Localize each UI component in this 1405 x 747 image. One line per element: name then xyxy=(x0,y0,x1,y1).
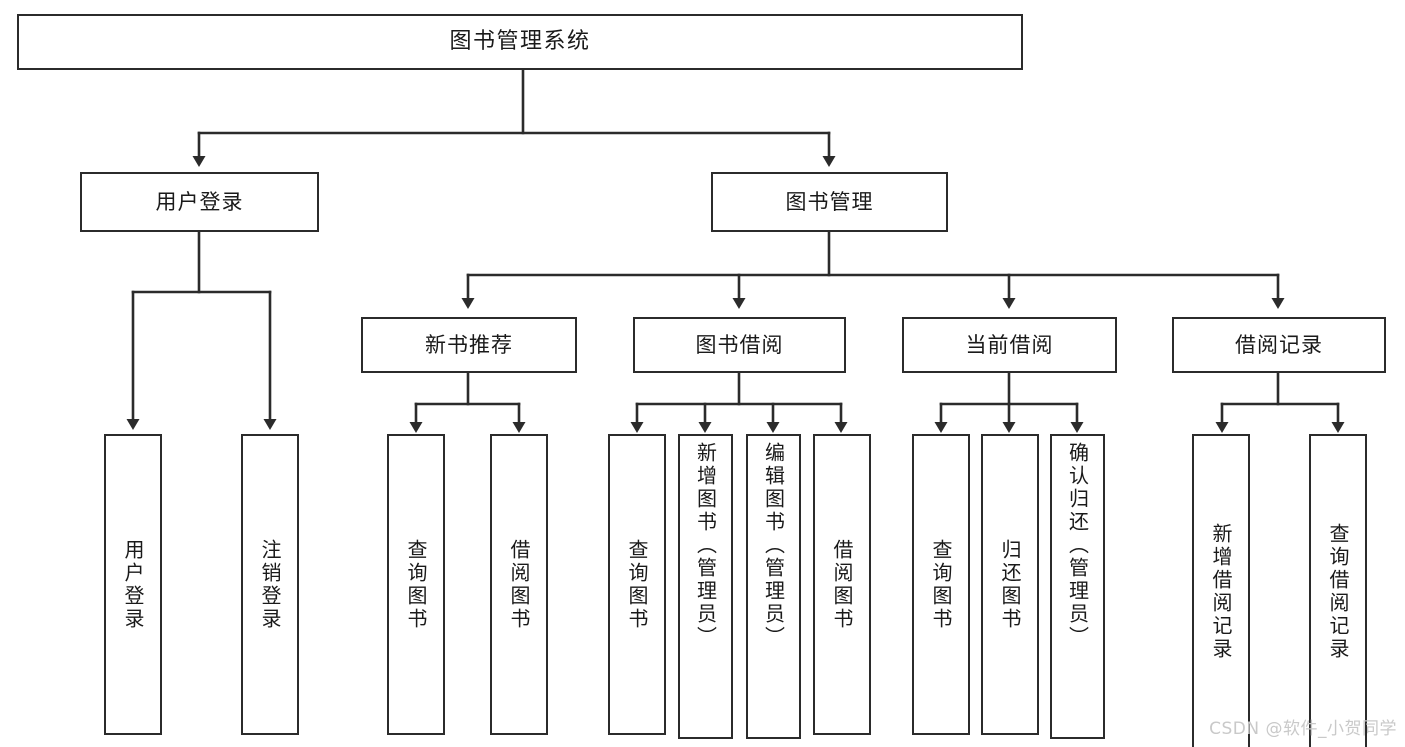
leaf-query-book-recommend[interactable]: 查询图书 xyxy=(387,434,445,735)
node-label: 编辑图书（管理员） xyxy=(761,442,786,649)
node-user-login[interactable]: 用户登录 xyxy=(80,172,319,232)
leaf-query-book-borrow[interactable]: 查询图书 xyxy=(608,434,666,735)
node-label: 查询借阅记录 xyxy=(1326,522,1350,661)
node-label: 确认归还（管理员） xyxy=(1065,442,1090,649)
node-label: 借阅图书 xyxy=(830,538,854,631)
leaf-confirm-return-admin[interactable]: 确认归还（管理员） xyxy=(1050,434,1105,739)
node-book-management[interactable]: 图书管理 xyxy=(711,172,948,232)
node-label: 查询图书 xyxy=(625,538,649,631)
node-book-borrow[interactable]: 图书借阅 xyxy=(633,317,846,373)
leaf-return-book[interactable]: 归还图书 xyxy=(981,434,1039,735)
leaf-add-borrow-record[interactable]: 新增借阅记录 xyxy=(1192,434,1250,747)
leaf-query-borrow-record[interactable]: 查询借阅记录 xyxy=(1309,434,1367,747)
leaf-user-login[interactable]: 用户登录 xyxy=(104,434,162,735)
node-label: 查询图书 xyxy=(929,538,953,631)
node-borrow-record[interactable]: 借阅记录 xyxy=(1172,317,1386,373)
node-label: 注销登录 xyxy=(258,538,282,631)
leaf-query-book-current[interactable]: 查询图书 xyxy=(912,434,970,735)
node-label: 新书推荐 xyxy=(425,332,513,357)
node-label: 用户登录 xyxy=(155,189,244,214)
node-root-system[interactable]: 图书管理系统 xyxy=(17,14,1023,70)
node-current-borrow[interactable]: 当前借阅 xyxy=(902,317,1117,373)
leaf-borrow-book[interactable]: 借阅图书 xyxy=(813,434,871,735)
node-label: 图书管理 xyxy=(785,189,874,214)
node-label: 当前借阅 xyxy=(965,332,1054,357)
leaf-edit-book-admin[interactable]: 编辑图书（管理员） xyxy=(746,434,801,739)
leaf-borrow-book-recommend[interactable]: 借阅图书 xyxy=(490,434,548,735)
node-label: 用户登录 xyxy=(121,538,145,631)
node-new-book-recommend[interactable]: 新书推荐 xyxy=(361,317,577,373)
node-label: 图书借阅 xyxy=(695,332,784,357)
node-label: 查询图书 xyxy=(404,538,428,631)
node-label: 归还图书 xyxy=(998,538,1022,631)
leaf-add-book-admin[interactable]: 新增图书（管理员） xyxy=(678,434,733,739)
node-label: 借阅记录 xyxy=(1235,332,1323,357)
node-label: 借阅图书 xyxy=(507,538,531,631)
leaf-user-logout[interactable]: 注销登录 xyxy=(241,434,299,735)
node-label: 新增借阅记录 xyxy=(1209,522,1233,661)
node-label: 新增图书（管理员） xyxy=(693,442,718,649)
node-label: 图书管理系统 xyxy=(449,29,591,55)
csdn-watermark: CSDN @软件_小贺同学 xyxy=(1209,719,1397,739)
